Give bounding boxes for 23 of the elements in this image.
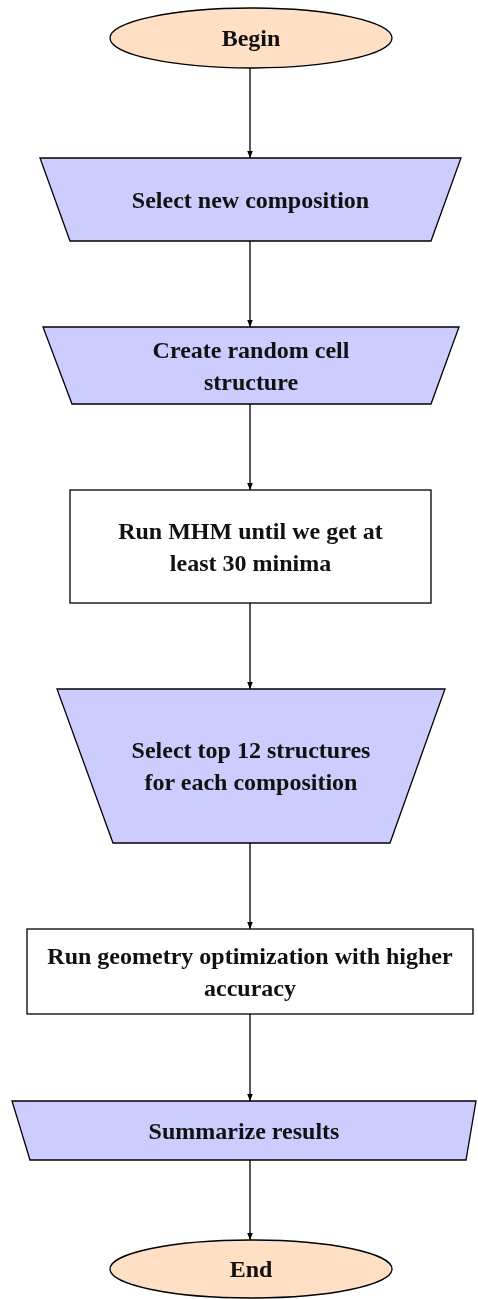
process-box <box>27 929 473 1014</box>
terminal-ellipse <box>110 8 392 68</box>
step-label: Create random cell structure <box>151 335 351 397</box>
step-label: Run MHM until we get at least 30 minima <box>117 516 384 578</box>
step-label: End <box>229 1255 273 1284</box>
process-trapezoid <box>57 689 445 843</box>
arrow <box>247 602 253 690</box>
arrow <box>247 842 253 930</box>
arrow <box>247 1159 253 1241</box>
step-label: Summarize results <box>148 1116 340 1146</box>
arrow <box>247 1013 253 1102</box>
step-label: Begin <box>221 24 281 53</box>
step-label: Select top 12 structures for each composition <box>131 736 371 797</box>
terminal-ellipse <box>110 1240 392 1298</box>
arrow <box>247 403 253 491</box>
step-label: Select new composition <box>131 185 370 215</box>
process-trapezoid <box>40 158 461 241</box>
step-label: Run geometry optimization with higher accuracy <box>46 941 454 1003</box>
process-box <box>70 490 431 603</box>
arrow <box>247 67 253 159</box>
process-trapezoid <box>43 327 459 404</box>
arrow <box>247 240 253 328</box>
process-trapezoid <box>12 1101 476 1160</box>
